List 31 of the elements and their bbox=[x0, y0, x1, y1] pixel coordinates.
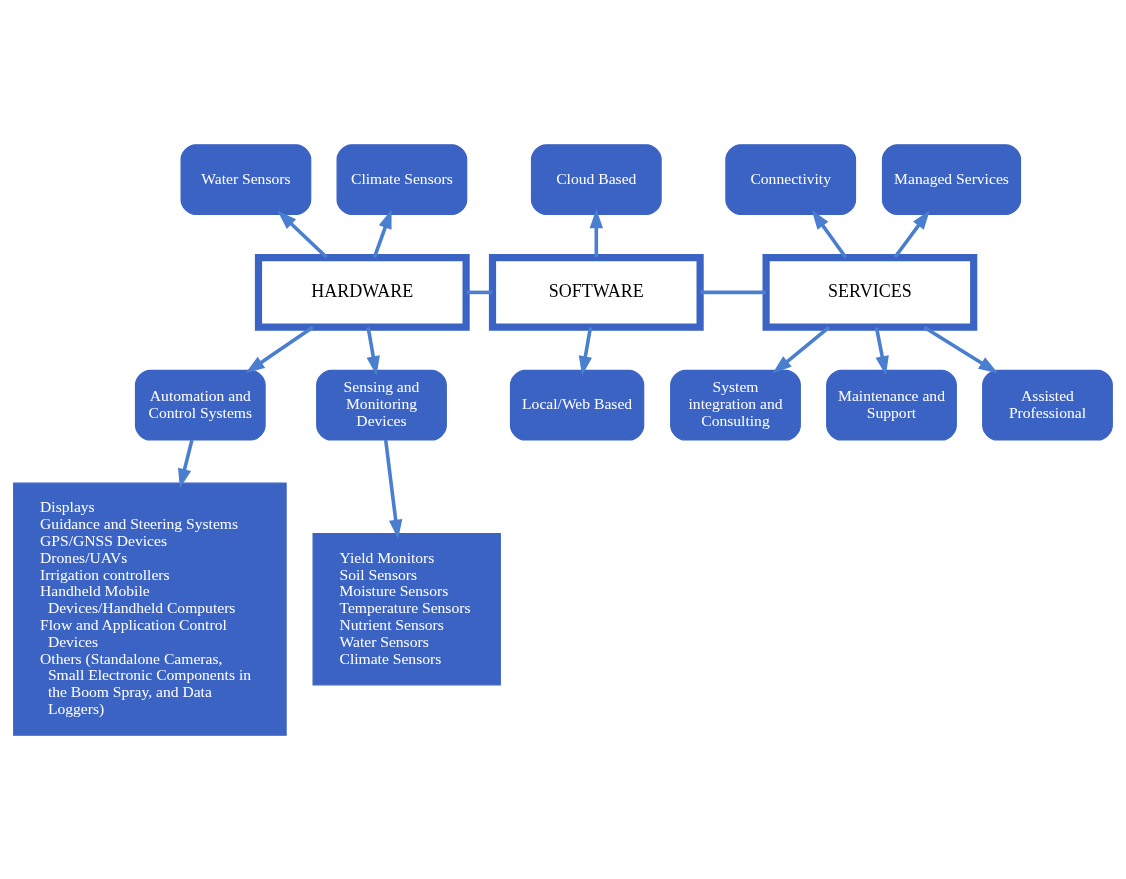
node-box: Assisted Professional bbox=[982, 369, 1113, 441]
node-box: HARDWARE bbox=[254, 253, 470, 331]
arrow bbox=[923, 325, 998, 373]
arrow bbox=[893, 209, 930, 258]
node-box: Climate Sensors bbox=[336, 143, 468, 215]
arrow bbox=[178, 439, 194, 488]
node-box: Managed Services bbox=[881, 143, 1022, 215]
node-box: Maintenance and Support bbox=[826, 369, 957, 441]
node-box: SOFTWARE bbox=[488, 253, 704, 331]
node-box: Connectivity bbox=[725, 143, 857, 215]
arrow bbox=[578, 326, 593, 375]
node-box: Local/Web Based bbox=[509, 369, 645, 441]
arrow bbox=[772, 325, 830, 374]
arrow bbox=[874, 326, 889, 375]
connector bbox=[700, 290, 766, 294]
arrow bbox=[372, 208, 392, 258]
arrow bbox=[383, 439, 403, 539]
node-box: Displays Guidance and Steering Systems GPS/GNSS Devices Drones/UAVs Irrigation controllers Handheld Mobile Devices/Handheld Computers Flow and Application Control Devices Others (Standalone Cameras, Small Electronic Components in the Boom Spray, and Data Loggers) bbox=[13, 482, 287, 736]
arrow bbox=[245, 325, 314, 373]
node-box: System integration and Consulting bbox=[670, 369, 801, 441]
arrow bbox=[589, 208, 604, 257]
arrow bbox=[366, 326, 380, 375]
node-box: Water Sensors bbox=[180, 143, 312, 215]
arrow bbox=[811, 209, 848, 258]
arrow bbox=[277, 210, 328, 259]
node-box: Sensing and Monitoring Devices bbox=[316, 369, 447, 441]
node-box: SERVICES bbox=[762, 253, 978, 331]
node-box: Automation and Control Systems bbox=[134, 369, 266, 441]
node-box: Yield Monitors Soil Sensors Moisture Sensors Temperature Sensors Nutrient Sensors Water Sensors Climate Sensors bbox=[312, 532, 501, 685]
connector bbox=[466, 290, 493, 294]
node-box: Cloud Based bbox=[530, 143, 662, 215]
